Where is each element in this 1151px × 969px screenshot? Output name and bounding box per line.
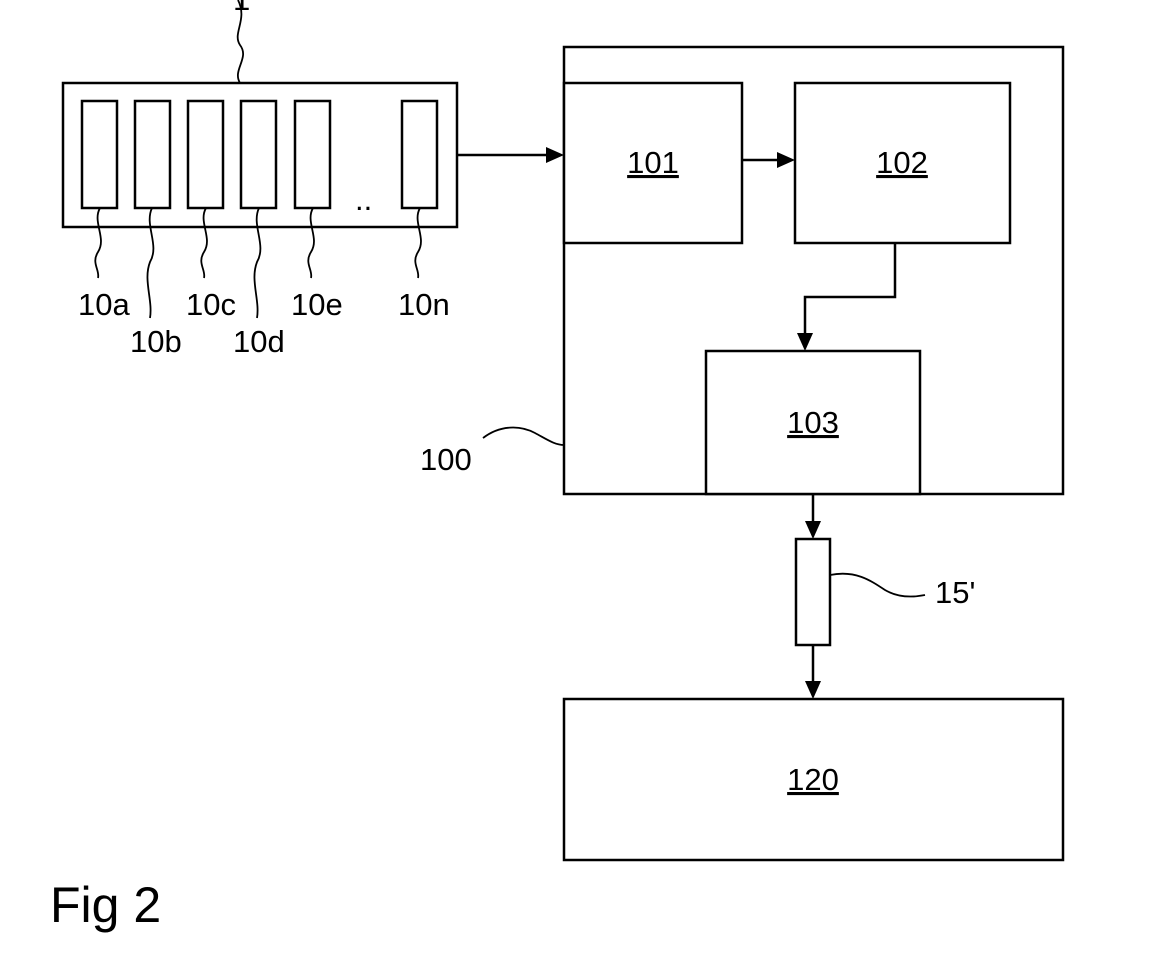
sensor-label-10b: 10b bbox=[130, 324, 182, 359]
block-102-label: 102 bbox=[876, 145, 928, 180]
sensor-10e bbox=[295, 101, 330, 208]
sensor-array: .. 1 10a 10b 10c 10d 10e 10n bbox=[63, 0, 457, 359]
processing-unit-100: 100 101 102 103 bbox=[420, 47, 1063, 494]
sensor-label-10d: 10d bbox=[233, 324, 285, 359]
sensor-10n bbox=[402, 101, 437, 208]
sensor-10b bbox=[135, 101, 170, 208]
block-120-label: 120 bbox=[787, 762, 839, 797]
sensor-10d bbox=[241, 101, 276, 208]
output-unit-120: 120 bbox=[564, 699, 1063, 860]
connector-15-label: 15' bbox=[935, 575, 975, 610]
sensor-ellipsis: .. bbox=[355, 182, 372, 217]
figure-caption: Fig 2 bbox=[50, 877, 161, 933]
block-100-leader bbox=[483, 428, 564, 445]
sensor-label-10a: 10a bbox=[78, 287, 130, 322]
connector-15-leader bbox=[830, 574, 925, 597]
block-103-label: 103 bbox=[787, 405, 839, 440]
reference-1-label: 1 bbox=[233, 0, 250, 17]
sensor-label-10c: 10c bbox=[186, 287, 236, 322]
sensor-10a bbox=[82, 101, 117, 208]
sensor-10c bbox=[188, 101, 223, 208]
block-101-label: 101 bbox=[627, 145, 679, 180]
sensor-label-10e: 10e bbox=[291, 287, 343, 322]
sensor-label-10n: 10n bbox=[398, 287, 450, 322]
connector-15: 15' bbox=[796, 494, 975, 699]
block-100-label: 100 bbox=[420, 442, 472, 477]
arrow-sensors-to-101 bbox=[457, 147, 564, 163]
connector-15-element bbox=[796, 539, 830, 645]
